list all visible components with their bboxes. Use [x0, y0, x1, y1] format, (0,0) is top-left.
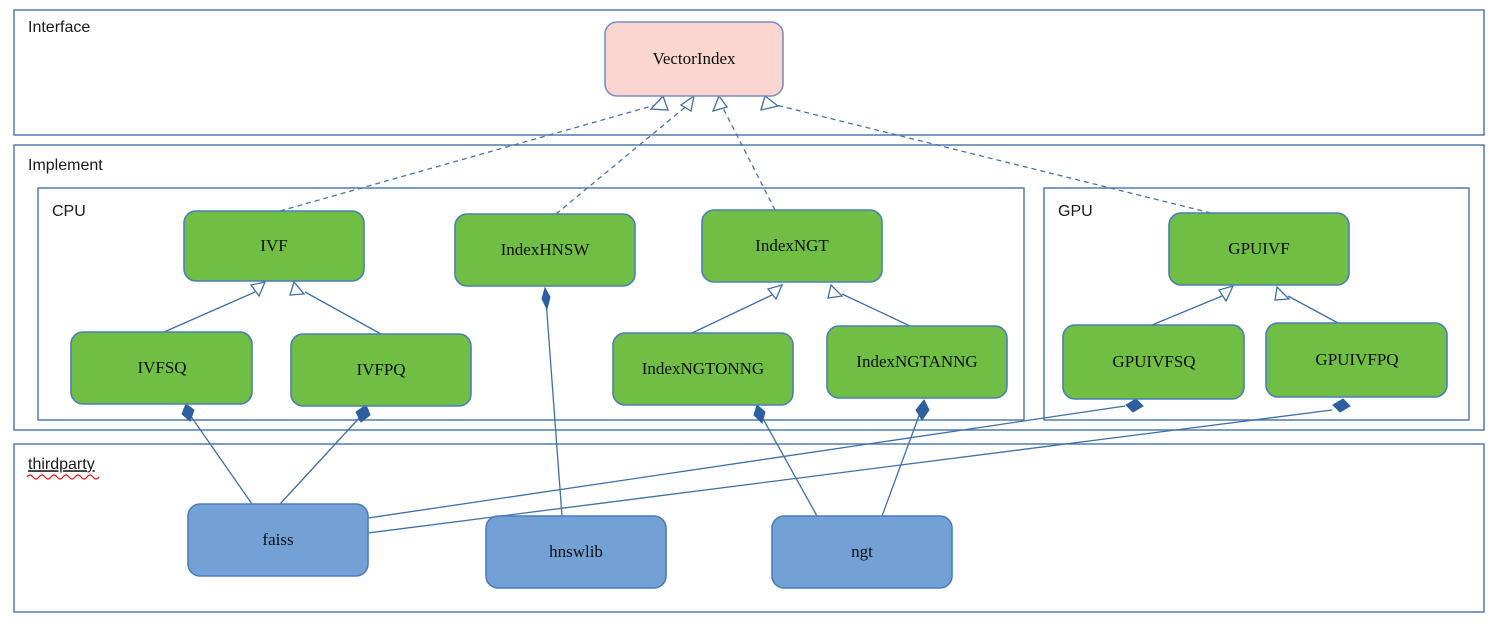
node-gpuivfsq-rect[interactable]: [1062, 324, 1245, 400]
node-indexngt-rect[interactable]: [701, 209, 883, 283]
node-gpuivfpq[interactable]: GPUIVFPQ: [1265, 322, 1448, 398]
edge-group-generalization: [163, 280, 1339, 335]
edge-ivf-to-vectorindex: [279, 103, 660, 212]
frame-interface-label: Interface: [28, 19, 90, 36]
node-gpuivf-rect[interactable]: [1168, 212, 1350, 286]
node-faiss-label: faiss: [262, 530, 293, 549]
node-ngt[interactable]: ngt: [771, 515, 953, 589]
diamond-ngt-indexngtonng-icon: [753, 404, 766, 424]
node-gpuivfpq-rect[interactable]: [1265, 322, 1448, 398]
node-hnswlib-rect[interactable]: [485, 515, 667, 589]
node-indexngtanng-label: IndexNGTANNG: [856, 352, 977, 371]
diamond-faiss-gpuivfsq-icon: [1125, 398, 1144, 413]
arrowhead-ivf-vectorindex-icon: [649, 94, 669, 111]
diamond-faiss-gpuivfpq-icon: [1332, 398, 1351, 413]
node-indexngt-label: IndexNGT: [755, 236, 829, 255]
arrowhead-gpuivfsq-gpuivf-icon: [1217, 284, 1235, 303]
arrowhead-indexngtanng-indexngt-icon: [827, 283, 844, 299]
node-indexhnsw-rect[interactable]: [454, 213, 636, 287]
edge-hnswlib-to-indexhnsw: [545, 299, 563, 517]
node-indexngtanng-rect[interactable]: [826, 325, 1008, 399]
node-vectorindex[interactable]: VectorIndex: [604, 21, 784, 97]
node-ivf[interactable]: IVF: [183, 210, 365, 282]
edge-ivfpq-to-ivf: [304, 291, 382, 335]
arrowhead-indexngt-vectorindex-icon: [711, 94, 729, 112]
node-gpuivfsq-label: GPUIVFSQ: [1112, 352, 1195, 371]
edge-group-composition: [181, 286, 1351, 534]
node-indexngtonng-label: IndexNGTONNG: [642, 359, 764, 378]
arrowhead-ivfpq-ivf-icon: [289, 280, 306, 296]
node-indexngtanng[interactable]: IndexNGTANNG: [826, 325, 1008, 399]
node-ivfpq[interactable]: IVFPQ: [290, 333, 472, 407]
node-gpuivfsq[interactable]: GPUIVFSQ: [1062, 324, 1245, 400]
arrowhead-gpuivf-vectorindex-icon: [760, 94, 780, 111]
node-gpuivf-label: GPUIVF: [1228, 239, 1289, 258]
node-ngt-label: ngt: [851, 542, 873, 561]
frame-cpu-label: CPU: [52, 203, 86, 220]
node-ivfsq[interactable]: IVFSQ: [70, 331, 253, 405]
frame-implement-label: Implement: [28, 157, 103, 174]
edge-group-realization: [279, 94, 1212, 215]
edge-gpuivfpq-to-gpuivf: [1287, 295, 1339, 324]
node-hnswlib[interactable]: hnswlib: [485, 515, 667, 589]
edge-gpuivf-to-vectorindex: [771, 103, 1212, 214]
edge-indexhnsw-to-vectorindex: [555, 103, 690, 215]
node-gpuivf[interactable]: GPUIVF: [1168, 212, 1350, 286]
node-faiss-rect[interactable]: [187, 503, 369, 577]
node-ngt-rect[interactable]: [771, 515, 953, 589]
arrowhead-indexngtonng-indexngt-icon: [766, 283, 784, 301]
node-ivfpq-label: IVFPQ: [356, 360, 405, 379]
edge-indexngt-to-vectorindex: [721, 105, 776, 211]
node-gpuivfpq-label: GPUIVFPQ: [1315, 350, 1398, 369]
arrowhead-gpuivfpq-gpuivf-icon: [1274, 285, 1291, 301]
diamond-hnswlib-indexhnsw-icon: [541, 286, 551, 311]
edge-faiss-to-ivfsq: [189, 414, 253, 505]
node-ivf-label: IVF: [260, 236, 287, 255]
edge-indexngtonng-to-indexngt: [691, 294, 773, 334]
edge-ngt-to-indexngtonng: [761, 416, 818, 517]
node-faiss[interactable]: faiss: [187, 503, 369, 577]
node-ivfpq-rect[interactable]: [290, 333, 472, 407]
node-ivfsq-rect[interactable]: [70, 331, 253, 405]
frame-thirdparty-label: thirdparty: [28, 456, 95, 473]
edge-gpuivfsq-to-gpuivf: [1151, 295, 1223, 326]
node-ivf-rect[interactable]: [183, 210, 365, 282]
node-hnswlib-label: hnswlib: [549, 542, 603, 561]
node-indexngtonng[interactable]: IndexNGTONNG: [612, 332, 794, 406]
edge-indexngtanng-to-indexngt: [841, 293, 911, 327]
node-indexhnsw[interactable]: IndexHNSW: [454, 213, 636, 287]
diamond-ngt-indexngtanng-icon: [915, 399, 930, 421]
frame-gpu-label: GPU: [1058, 203, 1093, 220]
spellcheck-squiggle-icon: [26, 474, 100, 480]
node-indexngtonng-rect[interactable]: [612, 332, 794, 406]
diamond-faiss-ivfpq-icon: [355, 404, 371, 423]
node-vectorindex-rect[interactable]: [604, 21, 784, 97]
edge-ivfsq-to-ivf: [163, 291, 256, 333]
arrowhead-ivfsq-ivf-icon: [249, 281, 267, 298]
node-ivfsq-label: IVFSQ: [137, 358, 186, 377]
node-indexhnsw-label: IndexHNSW: [501, 240, 591, 259]
arrowhead-indexhnsw-vectorindex-icon: [679, 94, 695, 113]
node-vectorindex-label: VectorIndex: [652, 49, 736, 68]
node-indexngt[interactable]: IndexNGT: [701, 209, 883, 283]
diamond-faiss-ivfsq-icon: [181, 403, 195, 422]
edge-faiss-to-gpuivfpq: [367, 409, 1333, 534]
edge-faiss-to-gpuivfsq: [367, 405, 1126, 519]
edge-ngt-to-indexngtanng: [881, 412, 921, 517]
edge-faiss-to-ivfpq: [279, 415, 362, 505]
